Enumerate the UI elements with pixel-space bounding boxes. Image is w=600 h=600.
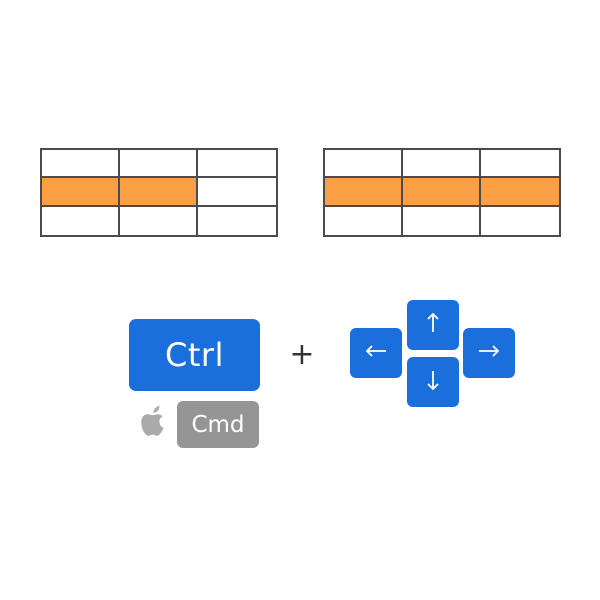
grid-cell — [325, 150, 403, 179]
grid-cell-highlighted — [481, 178, 559, 207]
arrow-down-icon — [420, 367, 446, 397]
grid-cell — [481, 150, 559, 179]
grid-cell-highlighted — [325, 178, 403, 207]
grid-cell-highlighted — [120, 178, 198, 207]
arrow-up-icon — [420, 310, 446, 340]
ctrl-key-label: Ctrl — [165, 336, 224, 374]
grid-cell-highlighted — [42, 178, 120, 207]
grid-cell — [42, 150, 120, 179]
grid-cell — [403, 206, 481, 235]
arrow-left-key — [350, 328, 402, 378]
arrow-up-key — [407, 300, 459, 350]
plus-sign: + — [289, 336, 315, 372]
grid-cell — [42, 206, 120, 235]
arrow-left-icon — [363, 338, 389, 368]
ctrl-key: Ctrl — [129, 319, 260, 391]
grid-cell — [120, 150, 198, 179]
grid-partial-selection — [40, 148, 278, 237]
grid-cell — [481, 206, 559, 235]
grid-cell — [403, 150, 481, 179]
cmd-key-label: Cmd — [191, 411, 245, 438]
grid-cell — [325, 206, 403, 235]
grid-cell — [198, 150, 276, 179]
arrow-right-icon — [476, 338, 502, 368]
arrow-right-key — [463, 328, 515, 378]
grid-full-row-selection — [323, 148, 561, 237]
grid-cell — [198, 178, 276, 207]
grid-cell-highlighted — [403, 178, 481, 207]
cmd-key: Cmd — [177, 401, 259, 448]
grid-cell — [120, 206, 198, 235]
grid-cell — [198, 206, 276, 235]
apple-logo-icon — [138, 404, 168, 444]
arrow-down-key — [407, 357, 459, 407]
